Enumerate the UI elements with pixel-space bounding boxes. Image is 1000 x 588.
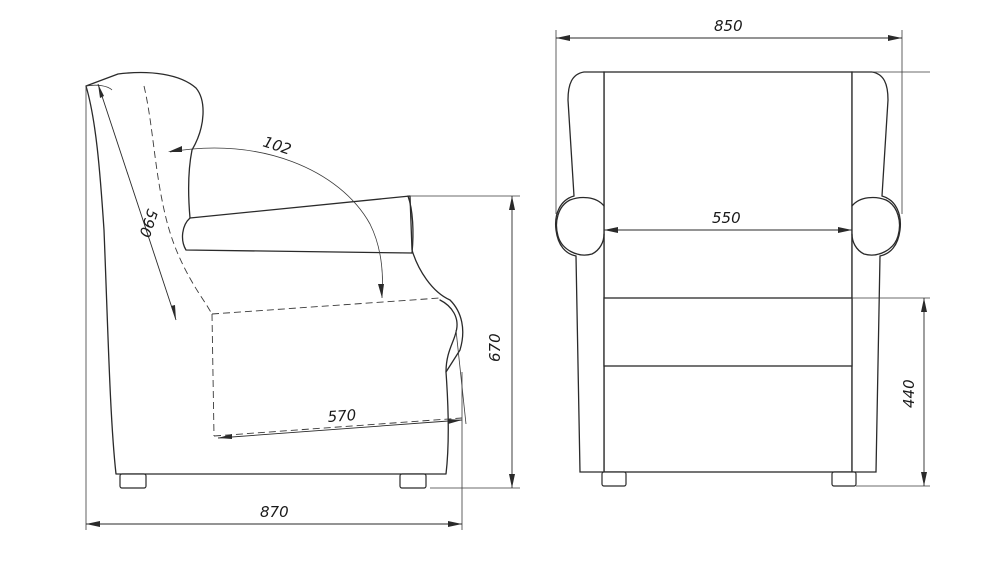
front-left-arm xyxy=(554,71,605,473)
dim-arrow-overall-width-right xyxy=(888,35,902,41)
dim-label-seat-height: 440 xyxy=(900,379,918,408)
side-view: 590 102 570 870 670 xyxy=(85,71,520,530)
dim-label-back-angle: 102 xyxy=(261,133,294,159)
dim-line-back-depth xyxy=(97,83,177,321)
front-left-arm-roll xyxy=(555,196,605,256)
dim-arrow-angle-start xyxy=(168,146,182,152)
dim-arrow-seat-width-right xyxy=(838,227,852,233)
dim-arrow-back-depth-bottom xyxy=(171,305,176,320)
side-back-inner-line xyxy=(85,84,113,91)
front-back-panel xyxy=(603,71,853,473)
side-hidden-back-cushion xyxy=(143,85,213,315)
dim-arrow-back-depth-top xyxy=(98,84,104,98)
dim-label-overall-width: 850 xyxy=(714,17,743,35)
dim-arrow-seat-width-left xyxy=(604,227,618,233)
dim-arrow-overall-width-left xyxy=(556,35,570,41)
dim-arrow-seat-height-bottom xyxy=(921,472,927,486)
dim-arrow-arm-height-top xyxy=(509,196,515,210)
side-arm-front-curve xyxy=(407,195,414,254)
ext-seat-depth-right xyxy=(455,329,467,425)
side-hidden-seat-bottom xyxy=(213,417,463,437)
dim-line-seat-depth xyxy=(217,419,463,439)
dim-arrow-angle-end xyxy=(378,284,384,298)
front-left-foot xyxy=(601,471,627,487)
dim-arrow-overall-depth-left xyxy=(86,521,100,527)
side-angle-arc xyxy=(169,147,383,299)
dim-arrow-overall-depth-right xyxy=(448,521,462,527)
dim-arrow-seat-height-top xyxy=(921,298,927,312)
side-hidden-seat-top xyxy=(211,297,441,315)
dim-label-overall-depth: 870 xyxy=(260,503,289,521)
dim-arrow-seat-depth-left xyxy=(218,434,232,439)
dim-label-seat-depth: 570 xyxy=(327,406,357,426)
front-seat-cushion xyxy=(603,297,853,367)
side-hidden-seat-front xyxy=(211,313,215,437)
front-right-arm-roll xyxy=(851,196,901,256)
side-arm-outline xyxy=(181,217,413,254)
front-view: 850 550 440 xyxy=(554,17,930,487)
dim-label-back-depth: 590 xyxy=(135,207,161,240)
front-right-foot xyxy=(831,471,857,487)
side-rear-foot xyxy=(119,473,147,489)
front-right-arm xyxy=(851,71,902,473)
dim-label-seat-width: 550 xyxy=(712,209,741,227)
dim-label-arm-height: 670 xyxy=(486,333,504,362)
side-front-foot xyxy=(399,473,427,489)
side-body-outline xyxy=(85,71,464,475)
dim-arrow-arm-height-bottom xyxy=(509,474,515,488)
side-front-contour xyxy=(439,299,458,373)
dim-arrow-seat-depth-right xyxy=(448,419,462,424)
